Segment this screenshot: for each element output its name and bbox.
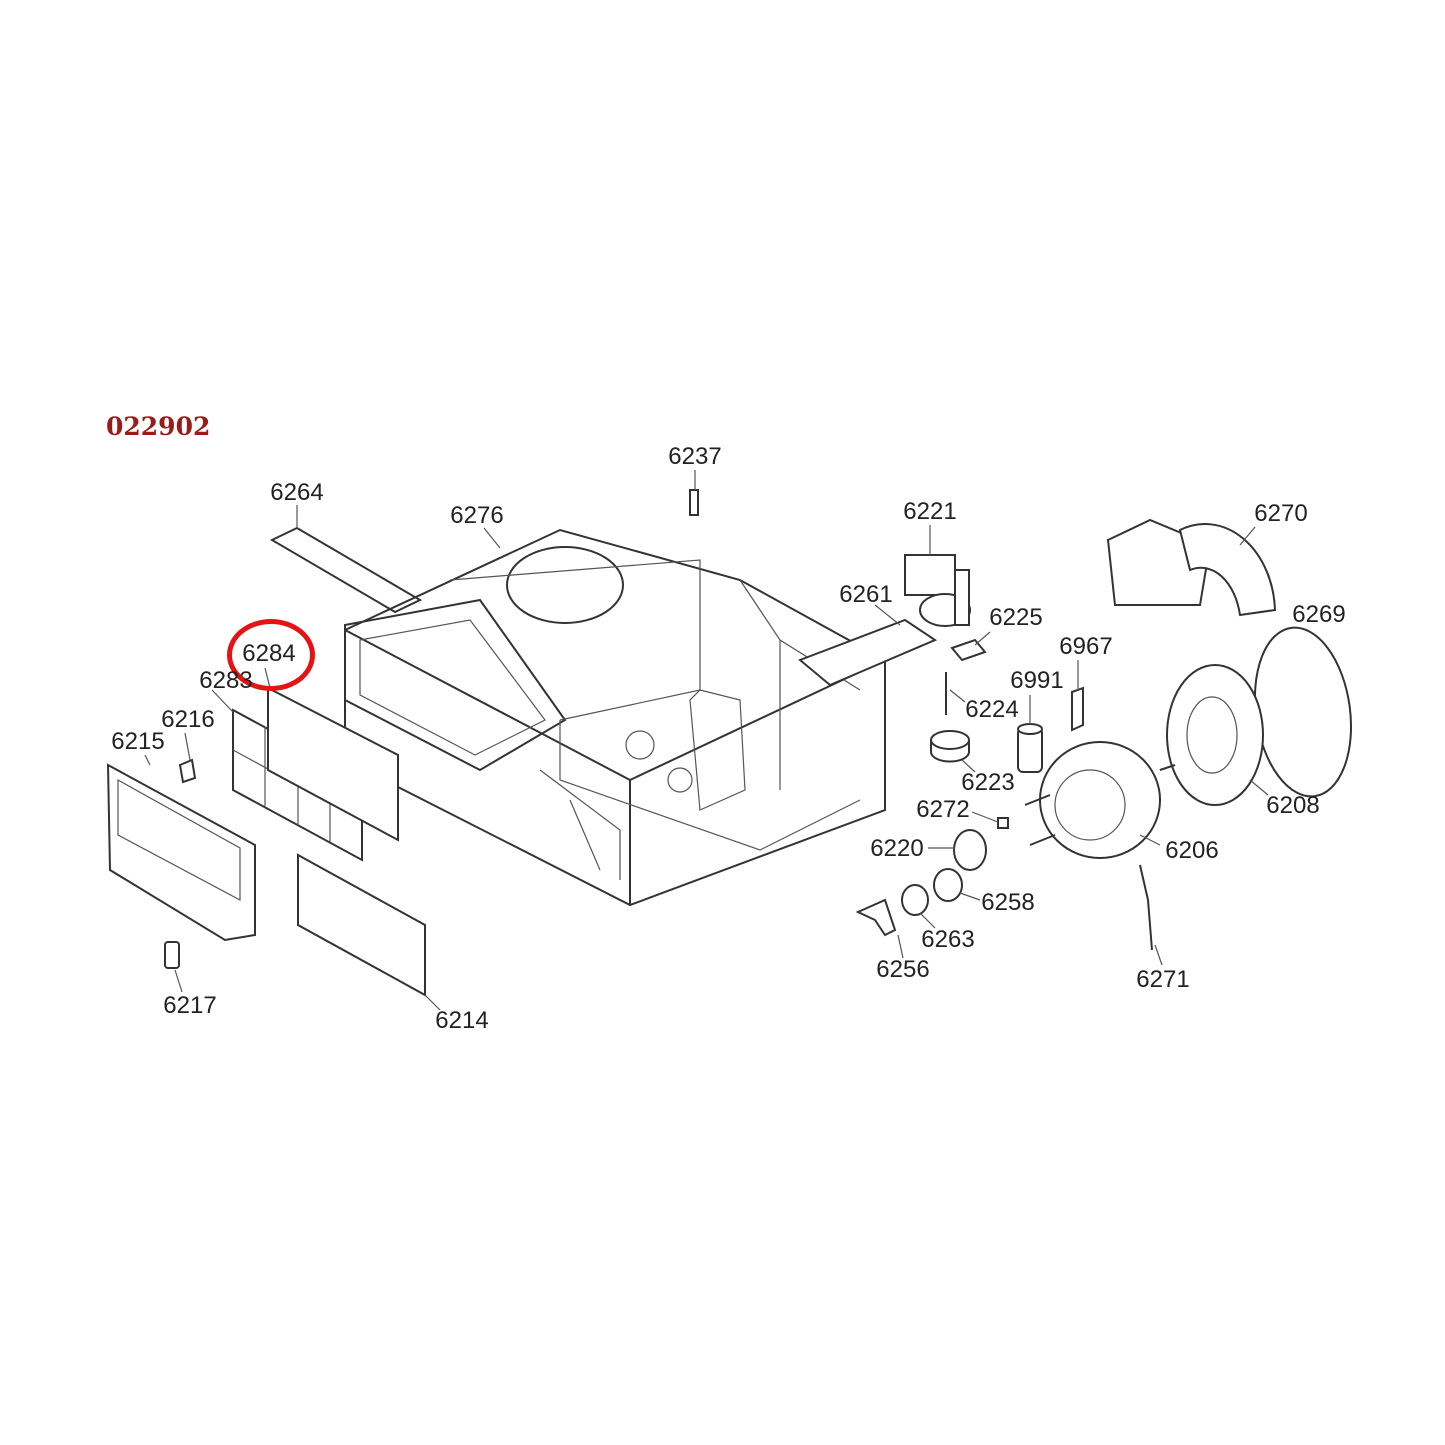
part-6271-spring — [1139, 864, 1153, 951]
part-label-6215[interactable]: 6215 — [111, 728, 165, 755]
part-label-6269[interactable]: 6269 — [1292, 601, 1346, 628]
part-label-6284[interactable]: 6284 — [242, 640, 296, 667]
part-label-6237[interactable]: 6237 — [668, 443, 722, 470]
part-6225 — [950, 638, 987, 662]
part-6208-fan-wheel — [1166, 664, 1269, 806]
part-6206-motor — [1024, 741, 1176, 859]
part-label-6967[interactable]: 6967 — [1059, 633, 1113, 660]
part-label-6225[interactable]: 6225 — [989, 604, 1043, 631]
part-label-6263[interactable]: 6263 — [921, 926, 975, 953]
part-label-6271[interactable]: 6271 — [1136, 966, 1190, 993]
part-6258-ring — [933, 868, 963, 902]
part-label-6270[interactable]: 6270 — [1254, 500, 1308, 527]
part-6272 — [997, 817, 1009, 829]
part-6991-capacitor — [1017, 695, 1043, 773]
part-label-6216[interactable]: 6216 — [161, 706, 215, 733]
part-label-6221[interactable]: 6221 — [903, 498, 957, 525]
part-label-6276[interactable]: 6276 — [450, 502, 504, 529]
part-6220 — [953, 829, 987, 871]
part-6270-duct — [1106, 518, 1277, 617]
part-label-6256[interactable]: 6256 — [876, 956, 930, 983]
part-label-6217[interactable]: 6217 — [163, 992, 217, 1019]
part-label-6261[interactable]: 6261 — [839, 581, 893, 608]
part-6269-gasket — [1253, 626, 1353, 798]
part-label-6991[interactable]: 6991 — [1010, 667, 1064, 694]
base-housing — [344, 528, 886, 907]
part-6263-ring — [901, 884, 929, 916]
part-label-6258[interactable]: 6258 — [981, 889, 1035, 916]
part-label-6264[interactable]: 6264 — [270, 479, 324, 506]
part-label-6283[interactable]: 6283 — [199, 667, 253, 694]
part-6261 — [798, 618, 938, 687]
part-6967 — [1071, 686, 1084, 732]
part-label-6224[interactable]: 6224 — [965, 696, 1019, 723]
part-6217 — [164, 941, 180, 969]
part-6264-strip — [269, 526, 423, 614]
part-label-6272[interactable]: 6272 — [916, 796, 970, 823]
part-label-6220[interactable]: 6220 — [870, 835, 924, 862]
diagram-code: 022902 — [106, 412, 211, 441]
part-6256 — [855, 898, 897, 937]
part-label-6208[interactable]: 6208 — [1266, 792, 1320, 819]
part-6237 — [689, 489, 699, 516]
part-label-6223[interactable]: 6223 — [961, 769, 1015, 796]
part-6215-cover — [106, 754, 256, 942]
part-label-6214[interactable]: 6214 — [435, 1007, 489, 1034]
highlight-circle — [227, 619, 315, 691]
part-label-6206[interactable]: 6206 — [1165, 837, 1219, 864]
part-6221-pump — [904, 525, 971, 627]
part-6223 — [930, 730, 976, 773]
part-6214-gasket — [297, 853, 426, 997]
part-6216 — [178, 758, 197, 784]
